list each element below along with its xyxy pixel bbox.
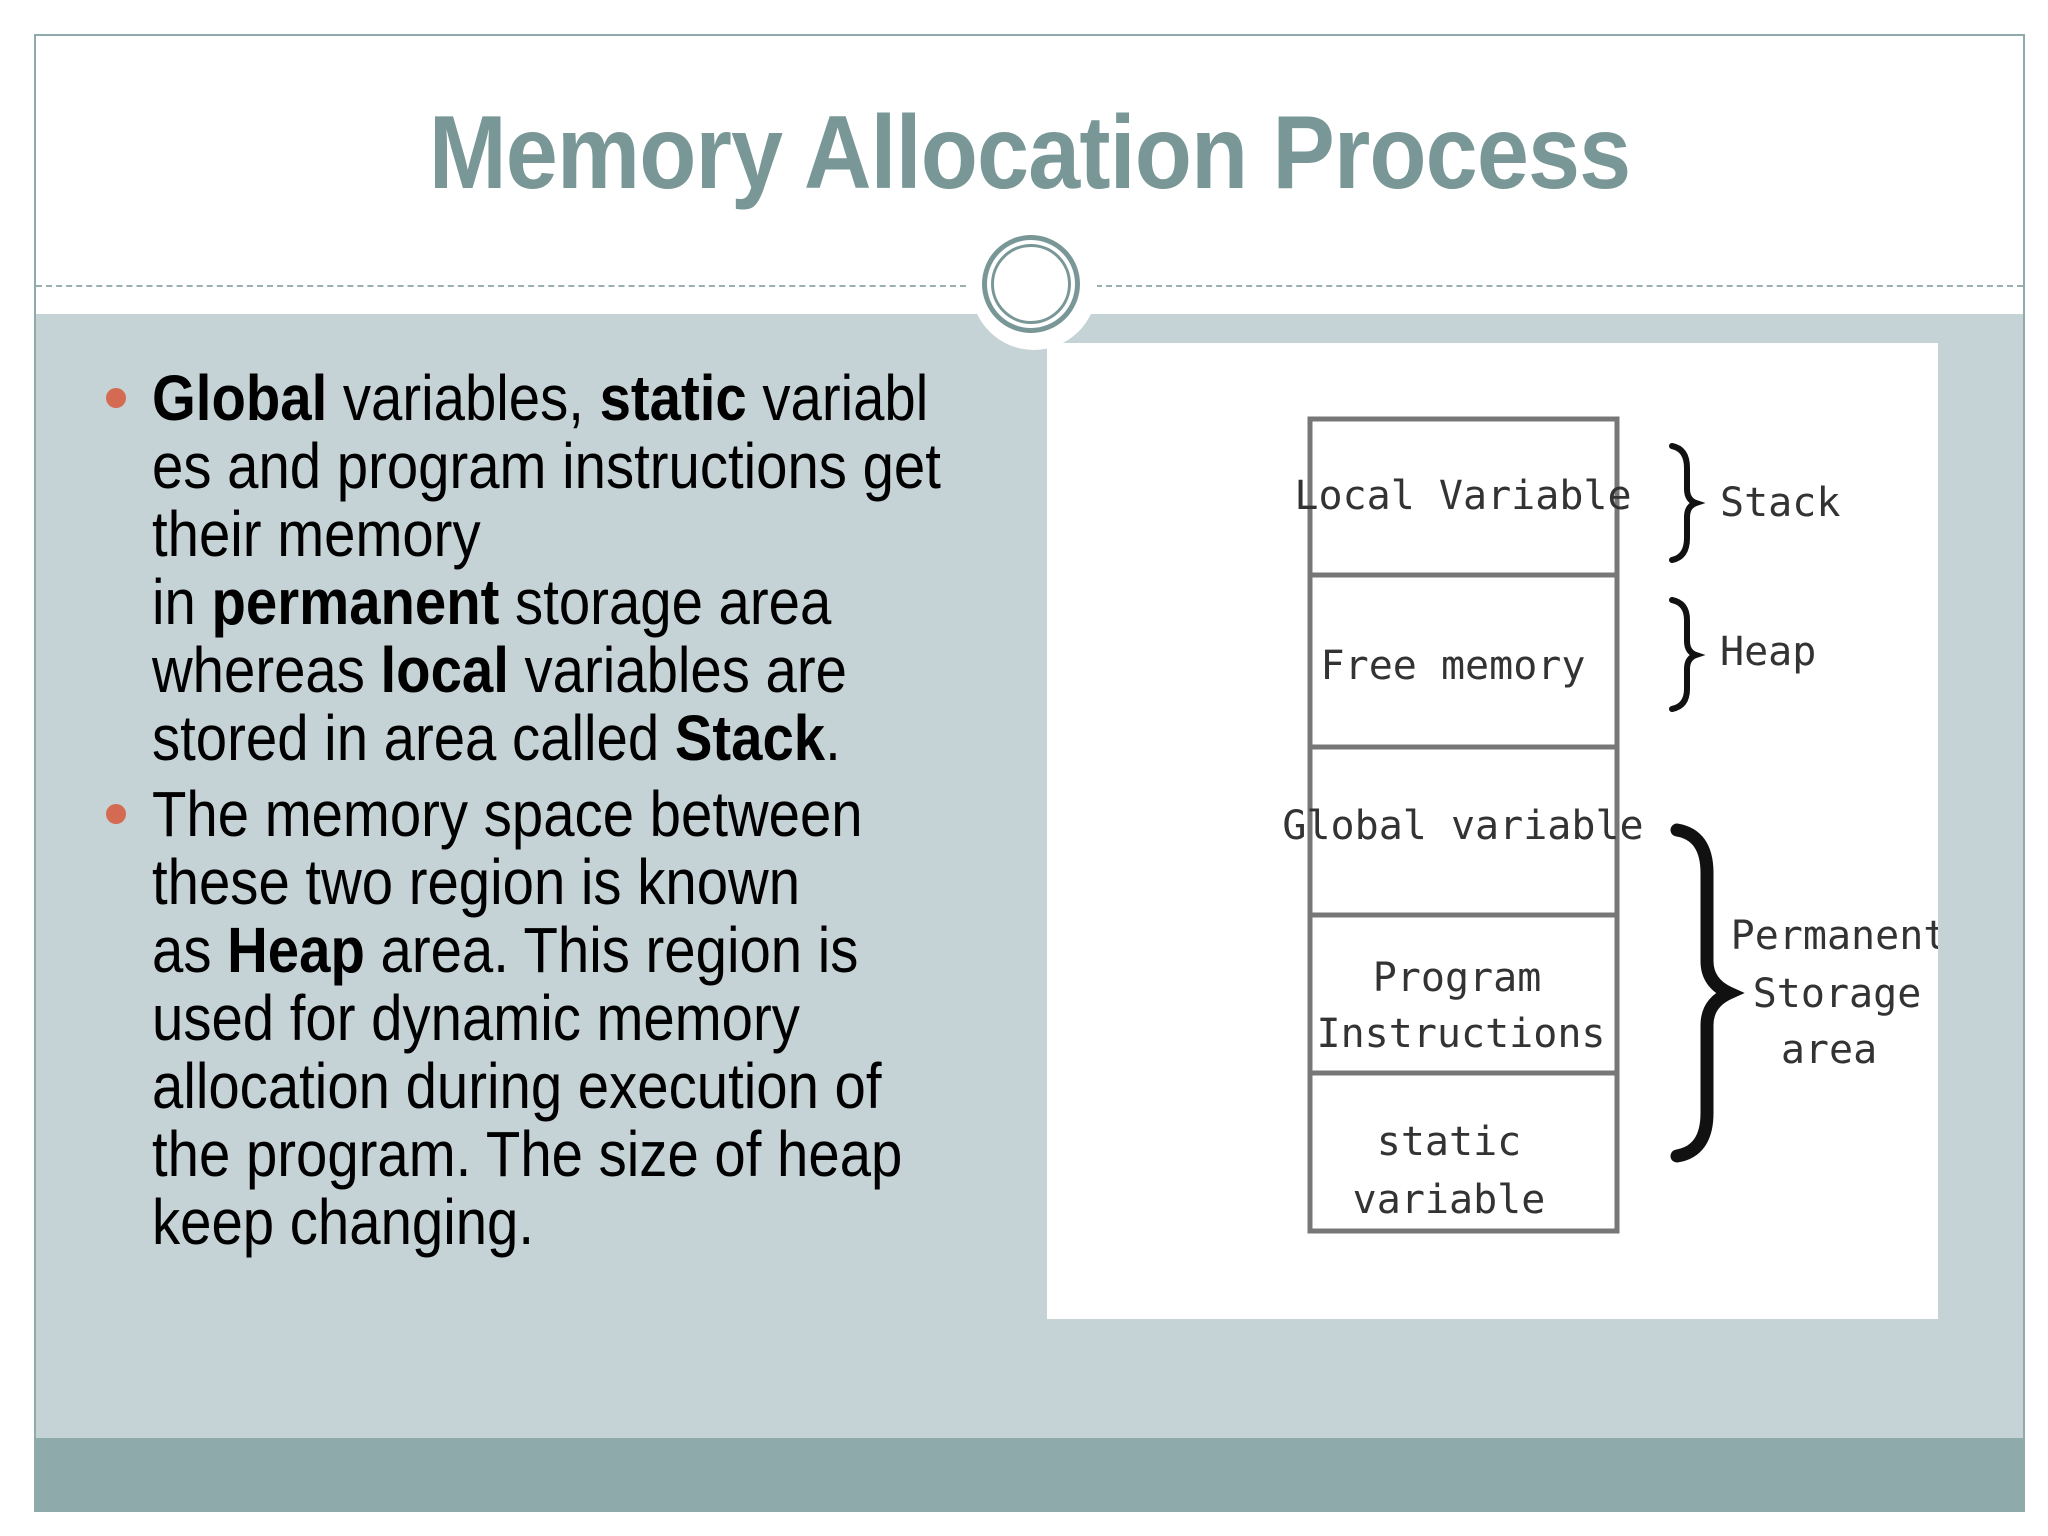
- ring-ornament-inner: [991, 244, 1071, 324]
- block-label-global-variable: Global variable: [1282, 803, 1643, 849]
- permanent-label-line-1: Permanent: [1731, 913, 1938, 959]
- permanent-label-line-2: Storage: [1753, 971, 1922, 1017]
- text-run: used for dynamic memory: [152, 982, 800, 1054]
- text-run: these two region is known: [152, 846, 801, 918]
- block-label-instructions: Instructions: [1317, 1011, 1606, 1057]
- memory-diagram: Local Variable Free memory Global variab…: [1047, 343, 1938, 1319]
- bold-text-run: static: [599, 362, 747, 434]
- text-run: their memory: [152, 498, 481, 570]
- text-run: variabl: [746, 362, 929, 434]
- text-run: area. This region is: [364, 914, 859, 986]
- text-run: stored in area called: [152, 702, 675, 774]
- divider-left: [36, 285, 966, 287]
- stack-label: Stack: [1720, 480, 1840, 526]
- block-label-static: static: [1377, 1119, 1522, 1165]
- block-label-variable: variable: [1353, 1177, 1546, 1223]
- block-label-program: Program: [1373, 955, 1542, 1001]
- text-run: .: [825, 702, 841, 774]
- text-run: as: [152, 914, 228, 986]
- divider-right: [1096, 285, 2023, 287]
- bold-text-run: permanent: [211, 566, 500, 638]
- bullet-dot-icon: [106, 804, 126, 824]
- slide-title: Memory Allocation Process: [428, 95, 1632, 211]
- bold-text-run: Stack: [674, 702, 826, 774]
- text-run: in: [152, 566, 212, 638]
- brace-icon-group: [1669, 443, 1745, 1163]
- bold-text-run: Global: [152, 362, 328, 434]
- heap-label: Heap: [1720, 629, 1816, 675]
- text-run: the program. The size of heap: [152, 1118, 903, 1190]
- bold-text-run: Heap: [227, 914, 365, 986]
- permanent-label-line-3: area: [1781, 1027, 1877, 1073]
- slide: Memory Allocation Process Global variabl…: [34, 34, 2025, 1512]
- text-run: whereas: [152, 634, 381, 706]
- block-label-local-variable: Local Variable: [1294, 473, 1631, 519]
- bold-text-run: local: [380, 634, 509, 706]
- permanent-brace-icon: [1670, 823, 1745, 1163]
- memory-block-static-variable: [1307, 1070, 1620, 1234]
- ring-ornament-outer: [982, 235, 1080, 333]
- text-run: storage area: [499, 566, 832, 638]
- text-run: variables are: [508, 634, 847, 706]
- text-run: keep changing.: [152, 1186, 535, 1258]
- stack-brace-icon: [1669, 443, 1706, 563]
- text-run: variables,: [327, 362, 600, 434]
- footer-bar: [36, 1438, 2023, 1510]
- bullet-dot-icon: [106, 388, 126, 408]
- text-run: allocation during execution of: [152, 1050, 882, 1122]
- block-label-free-memory: Free memory: [1321, 643, 1586, 689]
- text-run: es and program instructions get: [152, 430, 941, 502]
- text-run: The memory space between: [152, 778, 863, 850]
- heap-brace-icon: [1669, 597, 1706, 712]
